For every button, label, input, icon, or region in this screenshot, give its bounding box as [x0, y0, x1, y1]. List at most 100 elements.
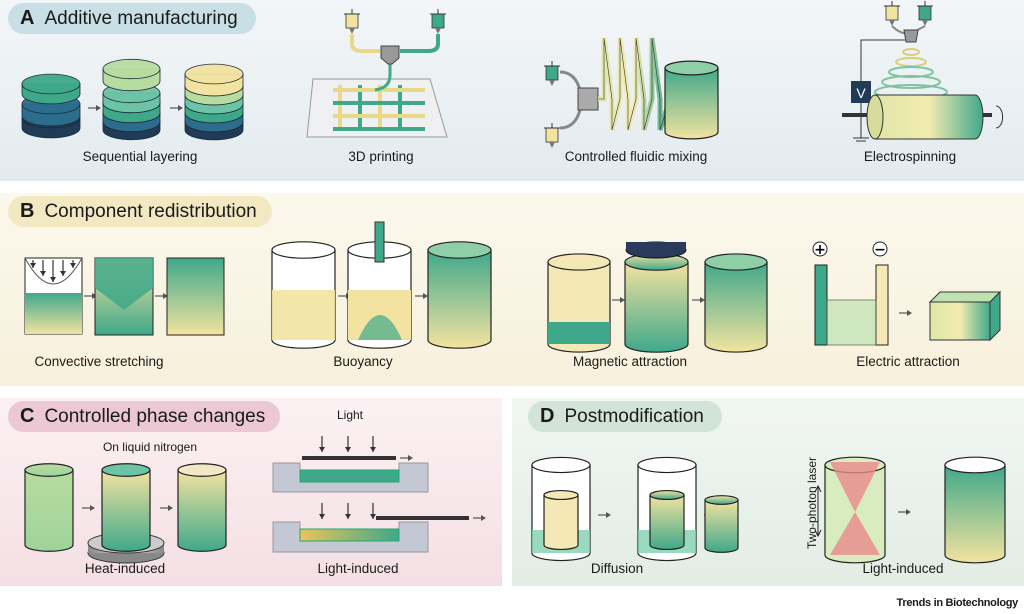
circuit-wires — [853, 39, 905, 142]
arrow-head — [96, 105, 101, 111]
photomask-top — [302, 456, 396, 460]
arrow-head — [906, 509, 911, 515]
cylinder-top — [944, 456, 1006, 474]
label-light-induced-c: Light-induced — [317, 561, 399, 576]
electrode-negative — [875, 264, 889, 346]
arrow-head — [345, 514, 351, 519]
arrow-head — [90, 505, 95, 511]
cylinder-top — [543, 489, 579, 501]
cylinder-result — [177, 463, 227, 552]
arrow-head — [423, 293, 428, 299]
mixed-gradient-cylinder — [664, 60, 719, 140]
injection-needle — [374, 221, 385, 263]
arrow-head — [408, 455, 413, 461]
fiber-spiral — [895, 57, 927, 67]
arrow-head — [319, 447, 325, 452]
mixer-junction — [577, 87, 599, 111]
rotation-arrow-icon — [995, 105, 1004, 129]
cylinder-top — [24, 463, 74, 477]
hydrogel-result — [704, 495, 739, 553]
syringe-icon — [344, 9, 360, 34]
flow-arrow-icon — [50, 260, 56, 282]
arrow-icon — [88, 105, 101, 111]
syringe-icon — [544, 123, 560, 148]
arrow-head — [168, 505, 173, 511]
charge-plus-icon — [812, 241, 828, 257]
cylinder-top — [101, 463, 151, 477]
syringe-tip — [889, 20, 895, 26]
mold-bottom — [272, 521, 429, 553]
panel-title-text: Controlled phase changes — [44, 406, 266, 427]
fiber-spiral — [902, 48, 920, 56]
light-arrow-icon — [319, 436, 325, 452]
arrow-head — [163, 293, 168, 299]
flow-profile — [24, 257, 83, 285]
syringe-tip — [922, 20, 928, 26]
label-convective-stretching: Convective stretching — [34, 354, 164, 369]
arrow-icon — [692, 297, 705, 303]
panel-letter: C — [20, 405, 35, 427]
arrow-icon — [415, 293, 428, 299]
film-top — [299, 469, 400, 483]
syringe-tip — [349, 28, 355, 34]
label-magnetic-attraction: Magnetic attraction — [572, 354, 688, 369]
syringe-icon — [430, 9, 446, 34]
cylinder-top — [704, 253, 768, 271]
syringe-icon — [544, 61, 560, 86]
cylinder-gradient — [427, 241, 492, 349]
collector-end — [866, 94, 884, 140]
light-arrow-icon — [319, 503, 325, 519]
panel-title-text: Postmodification — [564, 406, 704, 427]
box-top — [928, 291, 1002, 303]
box-side — [989, 290, 1001, 342]
arrow-icon — [898, 509, 911, 515]
voltage-label: V — [856, 85, 866, 101]
cylinder-body — [427, 249, 492, 349]
photomask-shifted — [376, 516, 469, 520]
panel-title-text: Additive manufacturing — [44, 8, 238, 29]
syringe-barrel — [885, 5, 899, 21]
serpentine-outline — [598, 37, 671, 131]
arrow-icon — [170, 105, 183, 111]
arrow-icon — [400, 455, 413, 461]
stretched-front — [95, 258, 153, 310]
syringe-barrel — [918, 5, 932, 21]
arrow-head — [907, 310, 912, 316]
light-arrow-icon — [370, 503, 376, 519]
disc-top — [102, 58, 161, 80]
flow-arrow-icon — [70, 260, 76, 268]
syringe-tip — [549, 142, 555, 148]
arrow-head — [370, 447, 376, 452]
hydrogel-sample — [543, 489, 579, 551]
arrow-icon — [598, 512, 611, 518]
arrow-icon — [899, 310, 912, 316]
mold-top — [272, 462, 429, 493]
arrow-head — [40, 271, 46, 276]
disc-top — [184, 63, 244, 85]
gradient-result — [166, 257, 225, 336]
cylinder-body — [944, 464, 1006, 564]
cylinder-body — [664, 67, 719, 140]
cylinder-body — [704, 261, 768, 353]
electrolyte — [826, 299, 877, 346]
arrow-head — [481, 515, 486, 521]
cylinder-top — [177, 463, 227, 477]
film-gradient — [299, 528, 400, 542]
fluid-yellow — [272, 290, 335, 340]
label-electrospinning: Electrospinning — [863, 149, 957, 164]
label-sequential-layering: Sequential layering — [82, 149, 198, 164]
laser-cone-bottom — [830, 512, 880, 555]
label-buoyancy: Buoyancy — [333, 354, 393, 369]
arrow-icon — [82, 505, 95, 511]
gradient-box — [929, 301, 991, 341]
arrow-head — [70, 263, 76, 268]
syringe-barrel — [345, 13, 359, 29]
arrow-icon — [473, 515, 486, 521]
cylinder-top — [637, 456, 697, 474]
cylinder-top — [427, 241, 492, 259]
